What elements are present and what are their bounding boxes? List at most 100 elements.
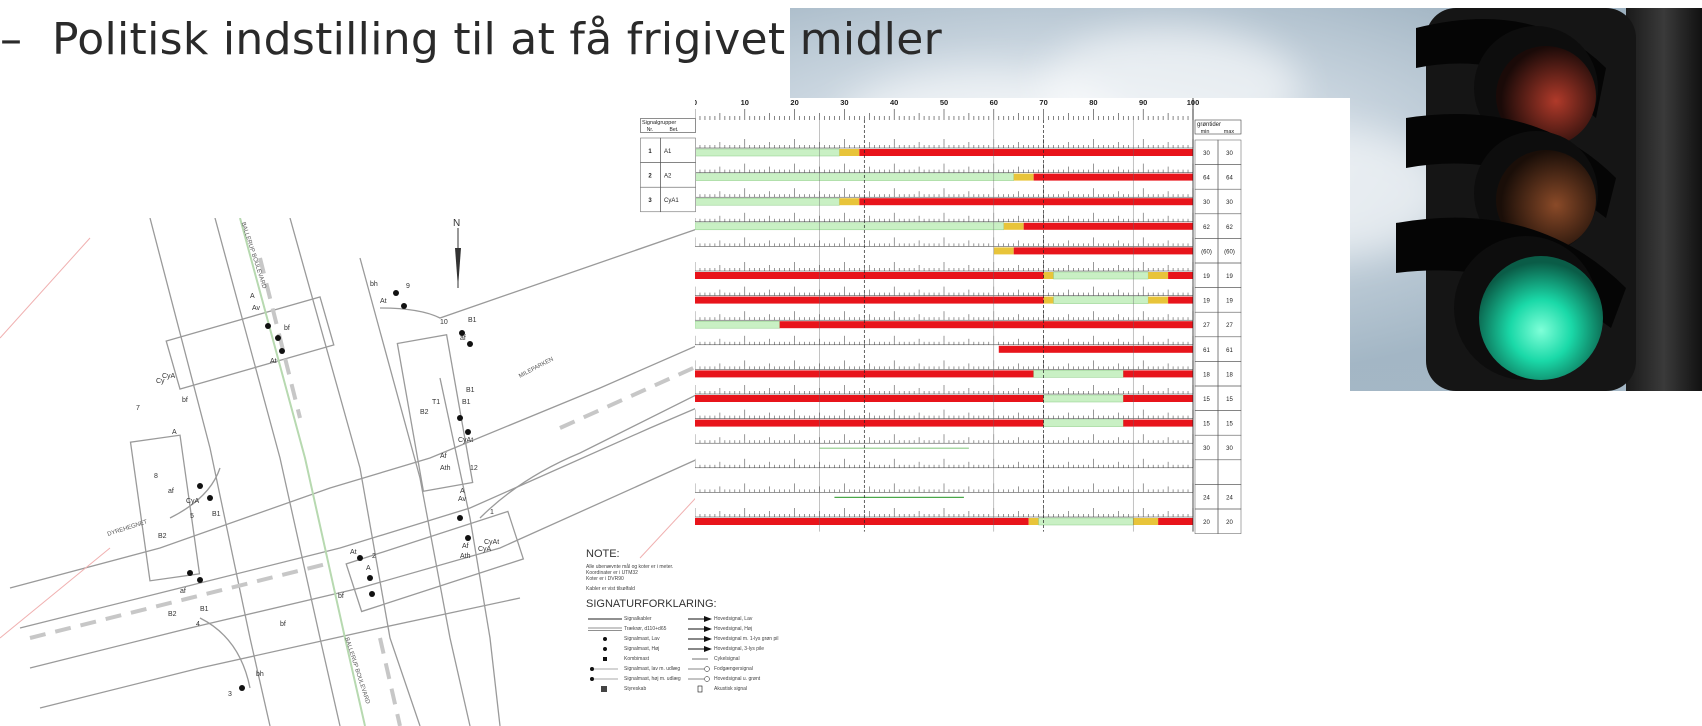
- svg-text:4: 4: [196, 621, 200, 628]
- phase-bar: [1043, 419, 1124, 427]
- phase-bar: [695, 518, 1029, 525]
- svg-text:Af: Af: [440, 453, 447, 460]
- green-min: 61: [1203, 348, 1210, 354]
- svg-text:At: At: [380, 298, 387, 305]
- svg-text:8: 8: [154, 473, 158, 480]
- legend-symbol: [686, 676, 714, 682]
- phase-bar: [1023, 222, 1193, 230]
- svg-text:3: 3: [228, 691, 232, 698]
- legend-label: Signalmast, Lav: [624, 636, 660, 642]
- svg-text:bf: bf: [280, 621, 286, 628]
- header-left: Signalgrupper: [642, 120, 676, 126]
- legend-symbol: [586, 666, 624, 672]
- green-max: 19: [1226, 274, 1233, 280]
- legend-label: Hovedsignal, 3-lys pile: [714, 646, 765, 652]
- svg-text:A: A: [460, 488, 465, 495]
- green-min: 19: [1203, 299, 1210, 305]
- legend-symbol: [586, 616, 624, 622]
- svg-text:B2: B2: [168, 611, 177, 618]
- svg-text:CyA: CyA: [186, 498, 200, 505]
- note-line: Kabler er vist tilsølfald: [586, 586, 635, 592]
- col-bet: Bet.: [670, 127, 679, 133]
- svg-text:Ath: Ath: [440, 465, 451, 472]
- phase-bar: [1168, 272, 1193, 279]
- group-bet: A1: [664, 149, 672, 155]
- green-max: 15: [1226, 422, 1233, 428]
- phase-bar: [1123, 370, 1193, 378]
- legend-symbol: [586, 676, 624, 682]
- legend-label: Signalmast, lav m. udlæg: [624, 666, 681, 672]
- green-min: 18: [1203, 372, 1210, 378]
- svg-text:B1: B1: [200, 606, 209, 613]
- svg-text:bh: bh: [370, 281, 378, 288]
- bullet-dash: –: [0, 14, 23, 65]
- svg-text:CyA: CyA: [162, 373, 176, 380]
- legend-symbol: [586, 626, 624, 632]
- tick-label: 70: [1039, 98, 1047, 107]
- svg-text:Ath: Ath: [460, 553, 471, 560]
- green-min: 15: [1203, 422, 1210, 428]
- phase-bar: [998, 345, 1193, 353]
- phase-bar: [1043, 272, 1054, 279]
- phase-bar: [695, 197, 840, 206]
- legend-label: Hovedsignal u. grønt: [714, 676, 761, 682]
- phase-bar: [1043, 296, 1054, 304]
- svg-text:9: 9: [406, 283, 410, 290]
- svg-text:Av: Av: [252, 305, 261, 312]
- phase-bar: [1123, 395, 1193, 402]
- green-min: 19: [1203, 274, 1210, 280]
- phase-bar: [993, 247, 1014, 255]
- phase-bar: [1003, 222, 1024, 230]
- col-min: min: [1201, 129, 1210, 135]
- phase-bar: [1168, 296, 1193, 304]
- tick-label: 0: [695, 98, 697, 107]
- green-max: 15: [1226, 397, 1233, 403]
- green-max: (60): [1224, 249, 1235, 255]
- green-min: 64: [1203, 176, 1210, 182]
- phase-bar: [1133, 518, 1159, 525]
- green-max: 64: [1226, 176, 1233, 182]
- phase-bar: [695, 222, 1005, 231]
- bullet-line: –Politisk indstilling til at få frigivet…: [0, 14, 942, 65]
- phase-bar: [695, 148, 840, 157]
- phase-bar: [1053, 271, 1149, 280]
- legend-symbol: [686, 626, 714, 632]
- phase-bar: [695, 370, 1034, 378]
- phase-bar: [1053, 296, 1149, 304]
- phase-bar: [779, 321, 1193, 329]
- svg-text:bf: bf: [284, 325, 290, 332]
- group-nr: 3: [648, 198, 652, 204]
- svg-text:BALLERUP BOULEVARD: BALLERUP BOULEVARD: [343, 637, 370, 706]
- legend-label: Kombimast: [624, 656, 650, 662]
- svg-text:bf: bf: [338, 593, 344, 600]
- svg-text:A: A: [172, 429, 177, 436]
- svg-text:A: A: [250, 293, 255, 300]
- svg-text:af: af: [460, 335, 466, 342]
- svg-text:1: 1: [490, 509, 494, 516]
- phase-bar: [1033, 173, 1193, 181]
- svg-text:Av: Av: [458, 496, 467, 503]
- legend-label: Trækrør, d110+d65: [624, 626, 667, 632]
- legend-label: Signalmast, høj m. udlæg: [624, 676, 681, 682]
- legend-label: Signalmast, Høj: [624, 646, 660, 652]
- legend-symbol: [686, 646, 714, 652]
- group-nr: 1: [648, 149, 652, 155]
- svg-text:BALLERUP BOULEVARD: BALLERUP BOULEVARD: [240, 222, 267, 291]
- svg-text:A: A: [366, 565, 371, 572]
- tick-label: 30: [840, 98, 848, 107]
- tick-label: 60: [990, 98, 998, 107]
- svg-text:af: af: [180, 588, 186, 595]
- legend-symbol: [586, 656, 624, 662]
- tick-label: 40: [890, 98, 898, 107]
- green-max: 61: [1226, 348, 1233, 354]
- green-min: 30: [1203, 200, 1210, 206]
- svg-text:B1: B1: [466, 387, 475, 394]
- bullet-text: Politisk indstilling til at få frigivet …: [52, 14, 942, 65]
- legend-title: SIGNATURFORKLARING:: [586, 598, 717, 610]
- legend-label: Signalkabler: [624, 616, 652, 622]
- phase-bar: [839, 198, 860, 206]
